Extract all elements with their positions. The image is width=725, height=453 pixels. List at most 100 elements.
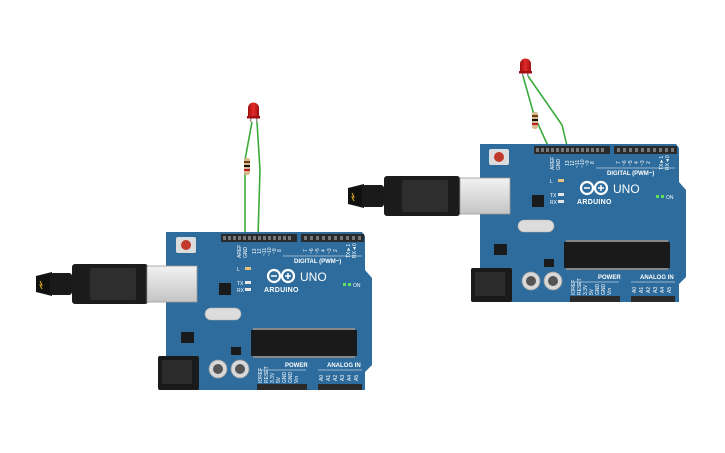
wire-group[interactable] [522, 75, 569, 151]
led[interactable] [519, 58, 532, 77]
on-label: ON [666, 195, 674, 201]
chip-pins [566, 268, 668, 270]
regulator [181, 332, 194, 343]
pin-label: ~6 [622, 160, 628, 166]
pin-label: 13 [565, 160, 571, 166]
pin-label: ~6 [309, 248, 315, 254]
pin-label: IOREF [258, 368, 264, 383]
pin-label: A2 [646, 287, 652, 293]
pin-label: GND [595, 284, 601, 296]
tx-label: TX [550, 193, 557, 199]
pin-label: RX◄0 [352, 243, 358, 258]
digital-header-label: DIGITAL (PWM~) [607, 171, 654, 177]
led-rim [247, 116, 260, 119]
usb-plug-grip [90, 268, 136, 300]
pin-label: TX►1 [659, 156, 665, 170]
reset-button[interactable] [181, 240, 191, 250]
rx-indicator [245, 288, 251, 291]
arduino-uno-board[interactable]: AREF GND 13 12 ~11 ~10 ~9 8 7 ~6 ~5 4 ~3… [459, 144, 686, 302]
on-indicator [656, 195, 659, 198]
digital-header-2[interactable] [301, 234, 364, 242]
model-label: UNO [613, 182, 640, 196]
pin-label: RESET [264, 366, 270, 383]
on-label: ON [353, 283, 361, 289]
pin-label: A0 [319, 375, 325, 381]
resistor-band [244, 169, 250, 171]
pin-label: 3.3V [583, 284, 589, 295]
digital-header-2[interactable] [614, 146, 677, 154]
pin-label: A5 [354, 375, 360, 381]
wire-resistor-to-gnd[interactable] [244, 121, 253, 237]
pin-label: AREF [550, 157, 556, 170]
resistor[interactable] [244, 158, 250, 175]
pin-label: 4 [321, 249, 327, 252]
pin-label: RESET [577, 278, 583, 295]
digital-header-label: DIGITAL (PWM~) [294, 259, 341, 265]
cable-end [36, 272, 52, 296]
power-pin-labels: IOREF RESET 3.3V 5V GND GND Vin [258, 366, 300, 383]
pin-label: A0 [632, 287, 638, 293]
pin-label: Vin [607, 288, 613, 295]
wire-led-to-pin13[interactable] [527, 75, 569, 151]
pin-label: GND [556, 159, 562, 171]
power-header[interactable] [570, 296, 620, 302]
pin-label: ~3 [327, 248, 333, 254]
pin-label: GND [243, 247, 249, 259]
led[interactable] [247, 102, 260, 123]
pin-label: A3 [340, 375, 346, 381]
analog-pin-labels: A0 A1 A2 A3 A4 A5 [632, 287, 673, 293]
pin-label: ~9 [585, 160, 591, 166]
tx-indicator [558, 193, 564, 196]
digital-pin-labels: AREF GND 13 12 ~11 ~10 ~9 8 7 ~6 ~5 4 ~3… [550, 155, 671, 170]
arduino-logo-icon [579, 180, 609, 196]
pin-label: 8 [277, 249, 283, 252]
small-component [231, 347, 241, 355]
chip-pins [253, 356, 355, 358]
usb-socket [459, 177, 511, 215]
power-label: POWER [285, 363, 308, 369]
analog-header[interactable] [318, 384, 362, 390]
arduino-logo-icon [266, 268, 296, 284]
pin-label: 5V [276, 376, 282, 383]
pin-label: RX◄0 [665, 155, 671, 170]
wire-led-to-pin13[interactable] [256, 121, 261, 238]
pin-label: 4 [634, 161, 640, 164]
brand-label: ARDUINO [264, 287, 299, 294]
led-l-indicator [558, 179, 564, 182]
header-pins [536, 148, 674, 152]
wire-resistor-to-gnd[interactable] [522, 75, 557, 151]
pin-label: 13 [252, 248, 258, 254]
pin-label: GND [288, 372, 294, 384]
analog-header[interactable] [631, 296, 675, 302]
arduino-uno-board[interactable]: AREF GND 13 12 ~11 ~10 ~9 8 7 ~6 ~5 4 ~3… [146, 232, 372, 390]
pin-label: A1 [639, 287, 645, 293]
usb-chip [219, 283, 231, 295]
pin-label: 12 [257, 248, 263, 254]
pin-label: ~5 [315, 248, 321, 254]
pin-label: A5 [667, 287, 673, 293]
wire-group[interactable] [244, 121, 261, 238]
crystal-oscillator [517, 219, 555, 233]
lightning-icon [39, 280, 43, 290]
pin-label: ~11 [262, 248, 268, 256]
reset-button[interactable] [494, 152, 504, 162]
usb-cable[interactable] [348, 176, 460, 216]
atmega-chip [564, 242, 670, 268]
atmega-chip [251, 330, 357, 356]
pin-label: AREF [237, 245, 243, 258]
pin-label: TX►1 [346, 244, 352, 258]
pin-label: 12 [570, 160, 576, 166]
pin-label: ~5 [628, 160, 634, 166]
model-label: UNO [300, 270, 327, 284]
pin-label: 5V [589, 288, 595, 295]
pin-label: 8 [590, 161, 596, 164]
resistor[interactable] [532, 112, 538, 129]
usb-cable[interactable] [36, 264, 148, 304]
power-header[interactable] [257, 384, 307, 390]
analog-label: ANALOG IN [327, 363, 361, 369]
resistor-band [532, 123, 538, 125]
led-rim [519, 71, 532, 74]
pin-label: Vin [294, 376, 300, 383]
rx-label: RX [550, 200, 558, 206]
